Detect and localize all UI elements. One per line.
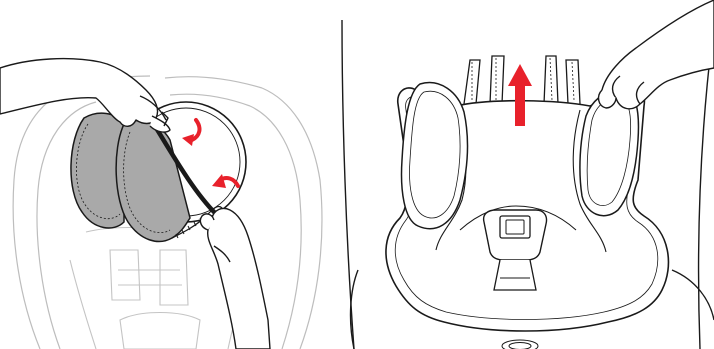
lower-hand <box>200 208 270 349</box>
lifting-hand <box>599 0 714 109</box>
seat-base-detail <box>502 340 538 349</box>
head-support-removal-drawing <box>0 0 340 349</box>
left-head-wing <box>402 83 468 229</box>
seat-pad-lift-drawing <box>340 0 714 349</box>
panel-right-seat-pad <box>340 0 714 349</box>
panel-left-head-support <box>0 0 340 349</box>
